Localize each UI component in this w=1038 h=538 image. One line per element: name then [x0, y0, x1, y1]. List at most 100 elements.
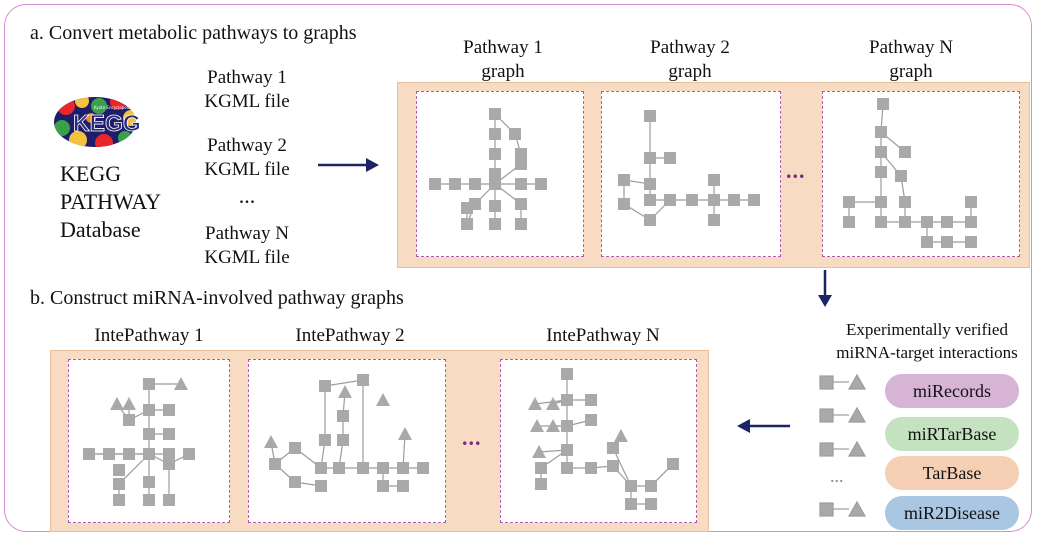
gene-node [315, 480, 327, 492]
kgml-file-2-line1: Pathway 2 [207, 135, 287, 156]
db-mirtarbase: miRTarBase [885, 417, 1019, 451]
gene-node [644, 194, 656, 206]
kgml-file-1: Pathway 1 KGML file [192, 66, 302, 114]
gene-node [965, 216, 977, 228]
inte-pathway-1-label: IntePathway 1 [94, 325, 204, 346]
gene-node [515, 178, 527, 190]
kgml-file-n-line2: KGML file [204, 247, 290, 268]
gene-node [535, 462, 547, 474]
gene-node [113, 478, 125, 490]
inte-pathway-graph-1 [68, 359, 230, 523]
gene-node [843, 216, 855, 228]
mirna-node [546, 397, 560, 410]
gene-node [585, 414, 597, 426]
gene-node [875, 216, 887, 228]
inte-pathway-2-label: IntePathway 2 [295, 325, 405, 346]
inte-pathway-n-label: IntePathway N [546, 325, 660, 346]
gene-node [965, 236, 977, 248]
mirna-node [174, 377, 188, 390]
gene-node [535, 478, 547, 490]
kegg-db-line3: Database [60, 217, 141, 242]
gene-node [728, 194, 740, 206]
gene-node [843, 196, 855, 208]
gene-node [469, 178, 481, 190]
kegg-db-line1: KEGG [60, 161, 122, 186]
pathway-graph-1-line2: graph [481, 61, 525, 82]
gene-node [875, 196, 887, 208]
gene-node [875, 126, 887, 138]
kgml-file-2-line2: KGML file [204, 159, 290, 180]
gene-node [585, 462, 597, 474]
graph-edge [324, 379, 364, 387]
gene-node [921, 236, 933, 248]
mirna-node [398, 427, 412, 440]
gene-node [461, 202, 473, 214]
gene-node [625, 480, 637, 492]
gene-node [489, 178, 501, 190]
db-tarbase: TarBase [885, 456, 1019, 490]
pathway-graph-2-line2: graph [668, 61, 712, 82]
gene-node [489, 200, 501, 212]
kgml-file-1-line1: Pathway 1 [207, 67, 287, 88]
gene-node [561, 444, 573, 456]
experimental-label-line2: miRNA-target interactions [836, 343, 1018, 362]
gene-node [289, 442, 301, 454]
gene-node [875, 146, 887, 158]
gene-node [941, 236, 953, 248]
gene-node [585, 394, 597, 406]
gene-node [143, 404, 155, 416]
gene-node [319, 380, 331, 392]
gene-node [163, 428, 175, 440]
pathway-graphs-ellipsis: ... [786, 158, 806, 183]
gene-node [748, 194, 760, 206]
gene-node [319, 434, 331, 446]
pathway-graph-n [822, 91, 1020, 257]
gene-node [535, 178, 547, 190]
gene-node [618, 198, 630, 210]
section-b-title: b. Construct miRNA-involved pathway grap… [30, 287, 404, 309]
mirna-node [122, 397, 136, 410]
gene-node [163, 404, 175, 416]
gene-node [644, 214, 656, 226]
mirna-node [264, 435, 278, 448]
gene-node [113, 494, 125, 506]
inte-graphs-ellipsis: ... [462, 425, 482, 450]
gene-node [667, 458, 679, 470]
gene-node [489, 108, 501, 120]
gene-node [357, 462, 369, 474]
gene-node [515, 148, 527, 160]
pathway-graph-1-label: Pathway 1 graph [443, 36, 563, 84]
gene-node [607, 460, 619, 472]
gene-node [708, 194, 720, 206]
gene-node [515, 218, 527, 230]
pathway-graph-n-label: Pathway N graph [851, 36, 971, 84]
gene-node [397, 462, 409, 474]
gene-node [143, 476, 155, 488]
gene-node [417, 462, 429, 474]
gene-node [143, 428, 155, 440]
gene-node [489, 218, 501, 230]
gene-node [269, 458, 281, 470]
mirna-node [528, 397, 542, 410]
db-mirecords: miRecords [885, 374, 1019, 408]
pathway-graph-2-label: Pathway 2 graph [630, 36, 750, 84]
gene-node [143, 448, 155, 460]
gene-node [607, 442, 619, 454]
pathway-graph-1 [416, 91, 584, 257]
gene-node [899, 146, 911, 158]
mirna-node [376, 393, 390, 406]
mirna-node [338, 385, 352, 398]
gene-node [875, 166, 887, 178]
gene-node [163, 448, 175, 460]
graph-edge [612, 447, 632, 487]
gene-node [315, 462, 327, 474]
experimental-label-line1: Experimentally verified [846, 320, 1008, 339]
gene-node [561, 394, 573, 406]
section-a-title: a. Convert metabolic pathways to graphs [30, 22, 357, 44]
gene-node [143, 378, 155, 390]
gene-node [163, 494, 175, 506]
gene-node [708, 214, 720, 226]
gene-node [645, 480, 657, 492]
gene-node [377, 462, 389, 474]
kegg-db-line2: PATHWAY [60, 189, 162, 214]
